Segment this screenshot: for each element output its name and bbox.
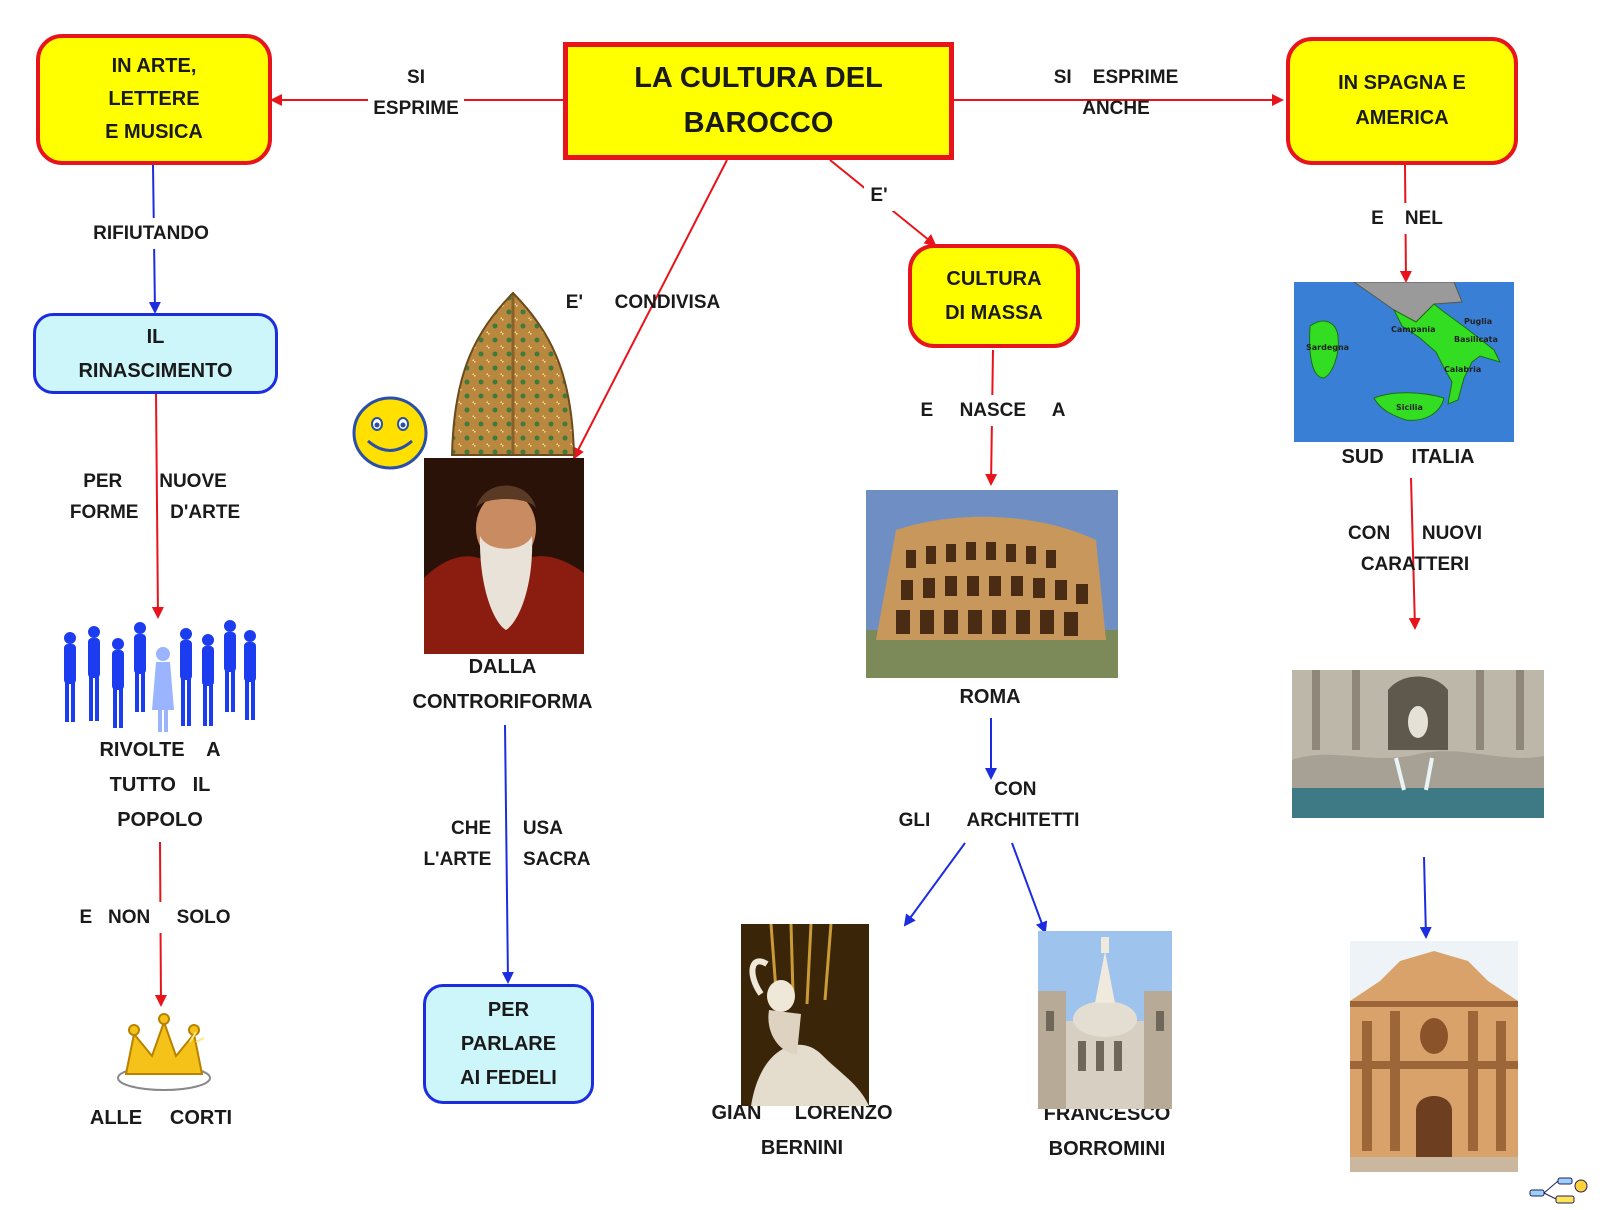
arrow-title-to-pope (573, 159, 728, 460)
label-che-usa-arte-sacra: CHE USA L'ARTE SACRA (423, 818, 591, 870)
mitre-image (450, 291, 576, 456)
label-e-nasce-a: E NASCE A (918, 395, 1068, 426)
trevi-fountain-image (1292, 670, 1544, 818)
map-label-campania: Campania (1391, 325, 1436, 334)
node-spagna-america: IN SPAGNA E AMERICA (1286, 37, 1518, 165)
map-label-sicilia: Sicilia (1396, 403, 1423, 412)
label-e-non-solo: E NON SOLO (70, 902, 240, 933)
label-e: E' (864, 180, 894, 211)
bernini-sculpture-image (741, 924, 869, 1106)
baroque-church-image (1350, 941, 1518, 1172)
node-cultura-di-massa: CULTURA DI MASSA (908, 244, 1080, 348)
pope-portrait-image (424, 458, 584, 654)
node-arte-lettere-musica: IN ARTE, LETTERE E MUSICA (36, 34, 272, 165)
colosseum-image (866, 490, 1118, 678)
node-rinascimento: IL RINASCIMENTO (33, 313, 278, 394)
map-label-sardegna: Sardegna (1306, 343, 1349, 352)
arrow-controriforma-to-fedeli (501, 724, 514, 984)
label-sud-italia: SUD ITALIA (1341, 446, 1475, 468)
label-per-nuove-forme: PER NUOVE FORME D'ARTE (69, 471, 241, 523)
arrow-to-borromini (1011, 842, 1048, 934)
label-e-condivisa: E' CONDIVISA (565, 292, 721, 313)
borromini-church-image (1038, 931, 1172, 1109)
map-label-puglia: Puglia (1464, 317, 1492, 326)
label-roma: ROMA (959, 686, 1021, 708)
label-e-nel: E NEL (1362, 203, 1452, 234)
crown-image (117, 1013, 211, 1091)
southern-italy-map-image: Campania Puglia Basilicata Calabria Sici… (1294, 282, 1514, 442)
people-crowd-image (64, 620, 256, 732)
main-title: LA CULTURA DEL BAROCCO (563, 42, 954, 160)
cmap-logo-icon (1529, 1177, 1588, 1204)
smiley-icon (352, 396, 428, 470)
label-rivolte-tutto-il-popolo: RIVOLTE A TUTTO IL POPOLO (99, 739, 221, 831)
label-si-esprime-anche: SI ESPRIME ANCHE (1053, 67, 1179, 119)
label-con-gli-architetti: CON GLI ARCHITETTI (898, 779, 1080, 831)
label-alle-corti: ALLE CORTI (89, 1107, 233, 1129)
arrow-rinascimento-to-people (151, 392, 164, 619)
label-si-esprime: SI ESPRIME (368, 62, 464, 124)
label-con-nuovi-caratteri: CON NUOVI CARATTERI (1347, 523, 1483, 575)
arrow-sud-to-fountain (1408, 477, 1421, 630)
label-rifiutando: RIFIUTANDO (86, 218, 216, 249)
label-gian-lorenzo-bernini: GIAN LORENZO BERNINI (711, 1102, 893, 1159)
node-parlare-ai-fedeli: PER PARLARE AI FEDELI (423, 984, 594, 1104)
label-dalla-controriforma: DALLA CONTRORIFORMA (412, 656, 593, 713)
map-label-basilicata: Basilicata (1454, 335, 1498, 344)
arrow-fountain-to-church (1419, 856, 1432, 939)
arrow-to-bernini (903, 842, 966, 927)
map-label-calabria: Calabria (1444, 365, 1481, 374)
